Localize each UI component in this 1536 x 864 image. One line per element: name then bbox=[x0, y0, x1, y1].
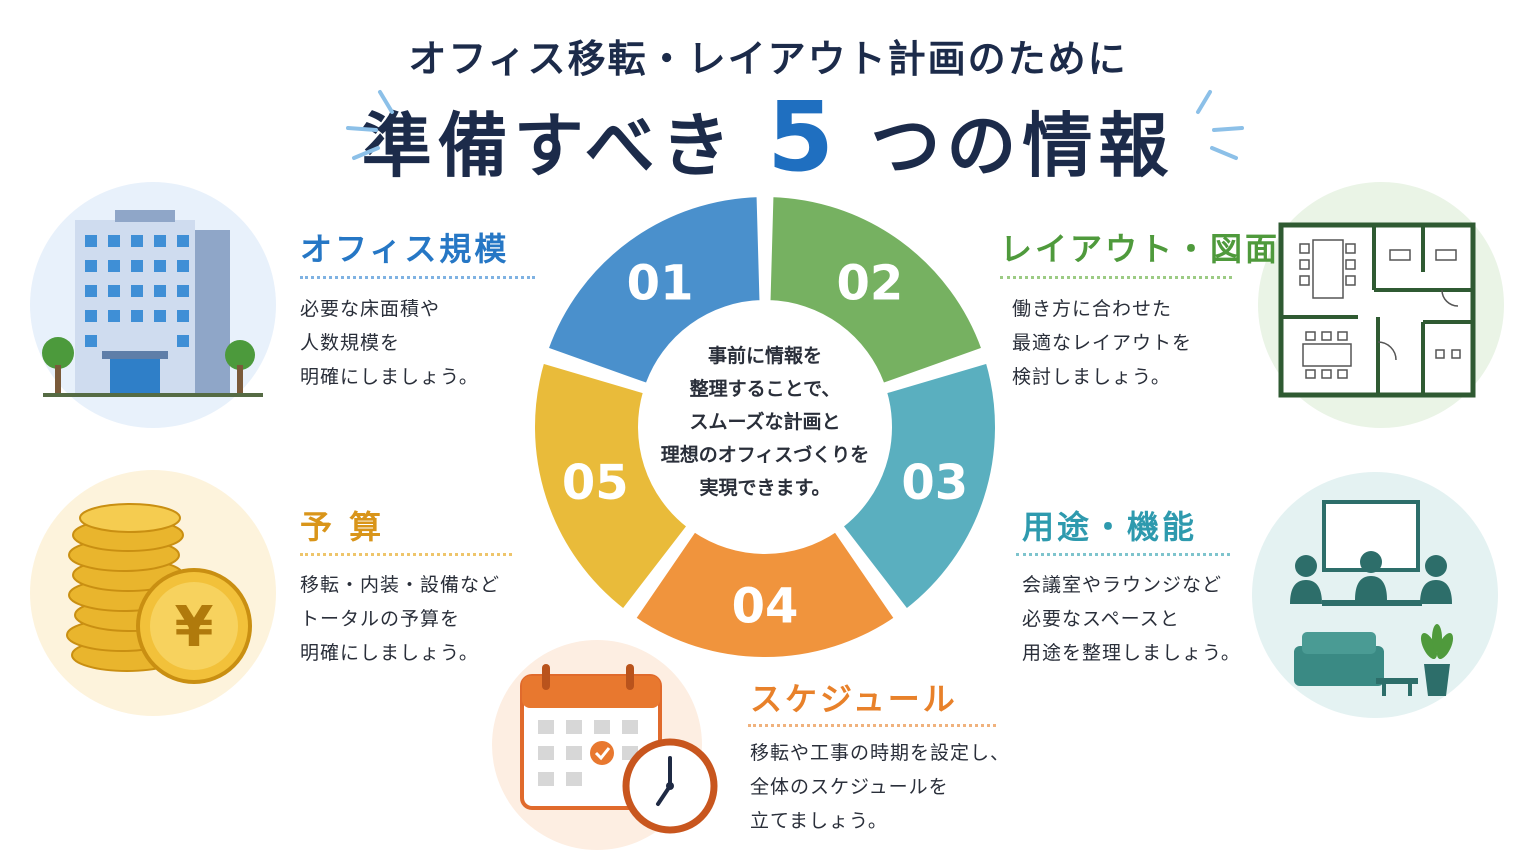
center-line: スムーズな計画と bbox=[689, 411, 841, 433]
donut-diagram: 01 02 03 04 05 bbox=[531, 193, 999, 661]
section-desc-budget: 移転・内装・設備など トータルの予算を 明確にしましょう。 bbox=[300, 574, 501, 664]
donut-label-02: 02 bbox=[837, 256, 904, 312]
center-line: 事前に情報を bbox=[707, 345, 822, 367]
yen-symbol: ¥ bbox=[175, 595, 214, 660]
burst-left-icon bbox=[346, 90, 394, 160]
section-title-layout: レイアウト・図面 bbox=[1000, 230, 1281, 268]
coins-yen-icon: ¥ bbox=[66, 503, 252, 684]
donut-label-04: 04 bbox=[732, 579, 799, 635]
section-title-office-scale: オフィス規模 bbox=[300, 230, 510, 268]
donut-segment-02 bbox=[766, 193, 987, 388]
section-desc-function: 会議室やラウンジなど 必要なスペースと 用途を整理しましょう。 bbox=[1022, 574, 1241, 664]
section-title-budget: 予 算 bbox=[300, 508, 385, 546]
section-title-schedule: スケジュール bbox=[750, 680, 958, 718]
donut-segment-01 bbox=[543, 193, 764, 388]
donut-label-01: 01 bbox=[627, 256, 694, 312]
section-divider bbox=[300, 553, 512, 556]
donut-label-03: 03 bbox=[901, 455, 968, 511]
donut-label-05: 05 bbox=[562, 455, 629, 511]
section-desc-layout: 働き方に合わせた 最適なレイアウトを 検討しましょう。 bbox=[1012, 298, 1193, 388]
burst-right-icon bbox=[1196, 90, 1244, 160]
donut-segment-05 bbox=[531, 359, 692, 614]
title-number: 5 bbox=[767, 81, 840, 193]
section-divider bbox=[1000, 276, 1232, 279]
calendar-clock-icon bbox=[520, 664, 718, 834]
center-line: 理想のオフィスづくりを bbox=[660, 444, 870, 466]
office-building-icon bbox=[42, 210, 263, 397]
donut-segment-03 bbox=[838, 359, 999, 614]
title-line-2-pre: 準備すべき bbox=[361, 105, 737, 187]
title-line-2-post: つの情報 bbox=[870, 105, 1175, 187]
section-title-function: 用途・機能 bbox=[1022, 508, 1198, 546]
title-line-1: オフィス移転・レイアウト計画のために bbox=[408, 37, 1128, 81]
center-message: 事前に情報を 整理することで、 スムーズな計画と 理想のオフィスづくりを 実現で… bbox=[640, 340, 890, 505]
section-divider bbox=[748, 724, 996, 727]
section-desc-schedule: 移転や工事の時期を設定し、 全体のスケジュールを 立てましょう。 bbox=[750, 742, 1011, 832]
floor-plan-icon bbox=[1278, 222, 1476, 398]
section-desc-office-scale: 必要な床面積や 人数規模を 明確にしましょう。 bbox=[300, 298, 479, 388]
meeting-lounge-icon bbox=[1290, 500, 1454, 696]
title-line-2: 準備すべき 5 つの情報 bbox=[0, 89, 1536, 191]
center-line: 実現できます。 bbox=[699, 477, 831, 499]
donut-segment-04 bbox=[631, 527, 899, 661]
section-divider bbox=[300, 276, 535, 279]
section-divider bbox=[1016, 553, 1230, 556]
center-line: 整理することで、 bbox=[689, 378, 841, 400]
